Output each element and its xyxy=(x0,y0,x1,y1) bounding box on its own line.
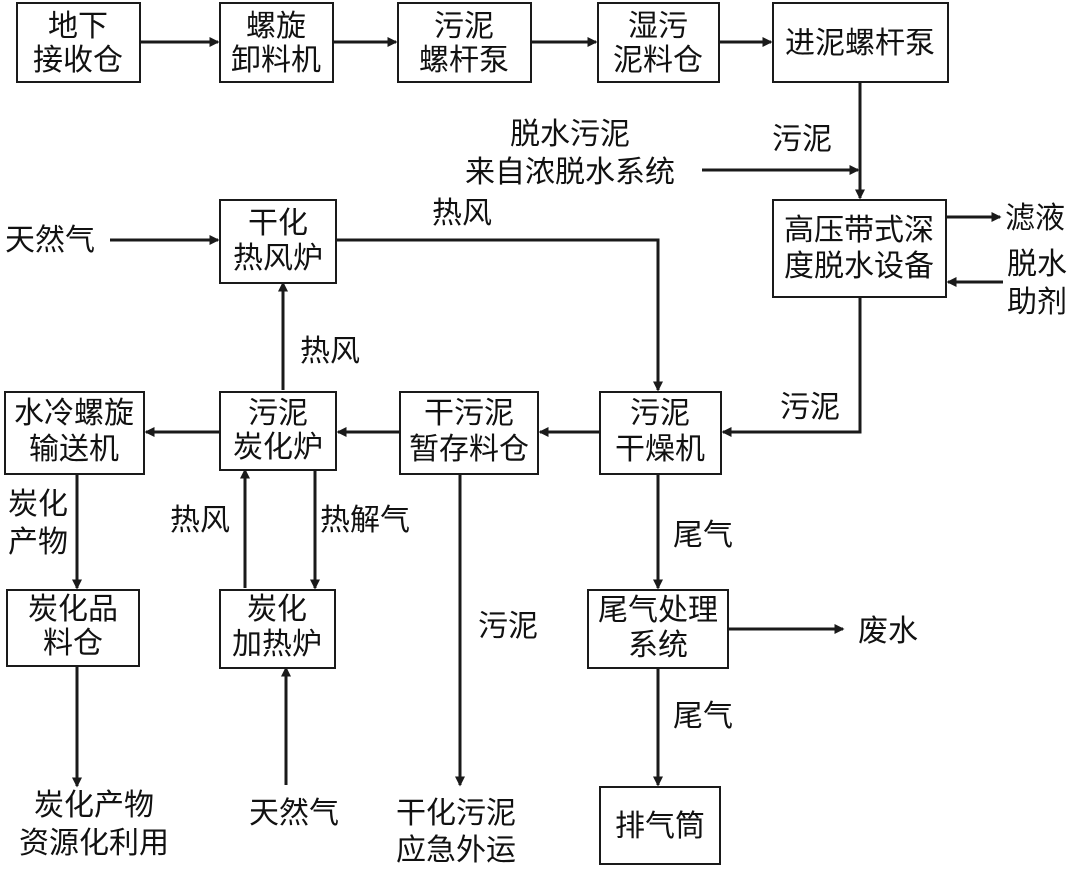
label-hot-air-low: 热风 xyxy=(170,503,230,538)
node-label: 度脱水设备 xyxy=(784,249,934,284)
node-label: 泥料仓 xyxy=(613,43,703,78)
node-label: 热风炉 xyxy=(233,241,323,276)
node-label: 水冷螺旋 xyxy=(14,396,134,431)
node-label: 排气筒 xyxy=(615,809,705,844)
node-label: 进泥螺杆泵 xyxy=(785,26,935,61)
node-carbonization-furnace: 污泥 炭化炉 xyxy=(219,391,337,471)
label-char-reuse-line1: 炭化产物 xyxy=(34,788,154,823)
node-label: 暂存料仓 xyxy=(409,432,529,467)
label-dried-sludge-line1: 干化污泥 xyxy=(396,796,516,831)
node-label: 系统 xyxy=(628,628,688,663)
label-dewater-aid-line1: 脱水 xyxy=(1007,247,1067,282)
edge-dewater-to-dryer xyxy=(721,297,862,437)
label-char-product-line2: 产物 xyxy=(8,525,68,560)
label-sludge-down: 污泥 xyxy=(478,609,538,644)
label-hot-air-top: 热风 xyxy=(432,196,492,231)
node-label: 炭化品 xyxy=(28,592,118,627)
label-hot-air-mid: 热风 xyxy=(300,334,360,369)
label-natural-gas-bottom: 天然气 xyxy=(249,796,339,831)
node-label: 接收仓 xyxy=(33,43,123,78)
node-label: 干污泥 xyxy=(424,396,514,431)
node-label: 螺旋 xyxy=(246,9,306,44)
label-sludge-to-dryer: 污泥 xyxy=(780,390,840,425)
node-stack: 排气筒 xyxy=(599,786,721,865)
edge-hotair-to-dryer xyxy=(336,238,663,392)
node-label: 干化 xyxy=(248,206,308,241)
label-pyrolysis-gas: 热解气 xyxy=(320,503,410,538)
node-tail-gas-system: 尾气处理 系统 xyxy=(587,589,729,669)
flow-edges xyxy=(72,37,1003,788)
node-label: 炭化炉 xyxy=(233,430,323,465)
label-tail-gas-1: 尾气 xyxy=(673,518,733,553)
node-char-bin: 炭化品 料仓 xyxy=(6,589,140,667)
node-label: 地下 xyxy=(48,9,108,44)
label-char-product-line1: 炭化 xyxy=(8,487,68,522)
node-carbonization-heater: 炭化 加热炉 xyxy=(219,589,336,669)
flow-labels: 脱水污泥 来自浓脱水系统 污泥 滤液 脱水 助剂 天然气 热风 污泥 热风 炭化… xyxy=(5,117,1067,868)
label-filtrate: 滤液 xyxy=(1005,201,1065,236)
node-label: 输送机 xyxy=(29,432,119,467)
node-hot-air-furnace: 干化 热风炉 xyxy=(219,199,337,284)
node-dry-bin: 干污泥 暂存料仓 xyxy=(399,391,539,475)
label-tail-gas-2: 尾气 xyxy=(673,699,733,734)
node-label: 污泥 xyxy=(248,396,308,431)
node-screw-unloader: 螺旋 卸料机 xyxy=(219,2,334,83)
node-label: 干燥机 xyxy=(615,432,705,467)
label-dewatered-sludge-line1: 脱水污泥 xyxy=(510,117,630,152)
node-label: 湿污 xyxy=(628,9,688,44)
node-water-cooled-conveyor: 水冷螺旋 输送机 xyxy=(4,391,145,475)
node-label: 污泥 xyxy=(630,396,690,431)
node-dryer: 污泥 干燥机 xyxy=(599,391,722,475)
node-dewater-equipment: 高压带式深 度脱水设备 xyxy=(772,199,947,298)
label-wastewater: 废水 xyxy=(858,614,918,649)
label-dewater-aid-line2: 助剂 xyxy=(1007,285,1067,320)
node-feed-pump: 进泥螺杆泵 xyxy=(772,2,949,83)
label-dried-sludge-line2: 应急外运 xyxy=(396,833,516,868)
label-dewatered-sludge-line2: 来自浓脱水系统 xyxy=(465,155,675,190)
node-label: 卸料机 xyxy=(231,43,321,78)
node-label: 料仓 xyxy=(43,626,103,661)
label-natural-gas-top: 天然气 xyxy=(5,223,95,258)
node-label: 螺杆泵 xyxy=(419,43,509,78)
node-label: 炭化 xyxy=(247,592,307,627)
node-wet-bin: 湿污 泥料仓 xyxy=(597,2,720,83)
node-underground-bin: 地下 接收仓 xyxy=(16,2,141,83)
node-label: 高压带式深 xyxy=(784,213,934,248)
node-label: 尾气处理 xyxy=(598,593,718,628)
node-label: 污泥 xyxy=(434,9,494,44)
label-sludge-into-dewater: 污泥 xyxy=(772,122,832,157)
node-label: 加热炉 xyxy=(232,627,322,662)
label-char-reuse-line2: 资源化利用 xyxy=(19,826,169,861)
node-screw-pump: 污泥 螺杆泵 xyxy=(397,2,532,83)
